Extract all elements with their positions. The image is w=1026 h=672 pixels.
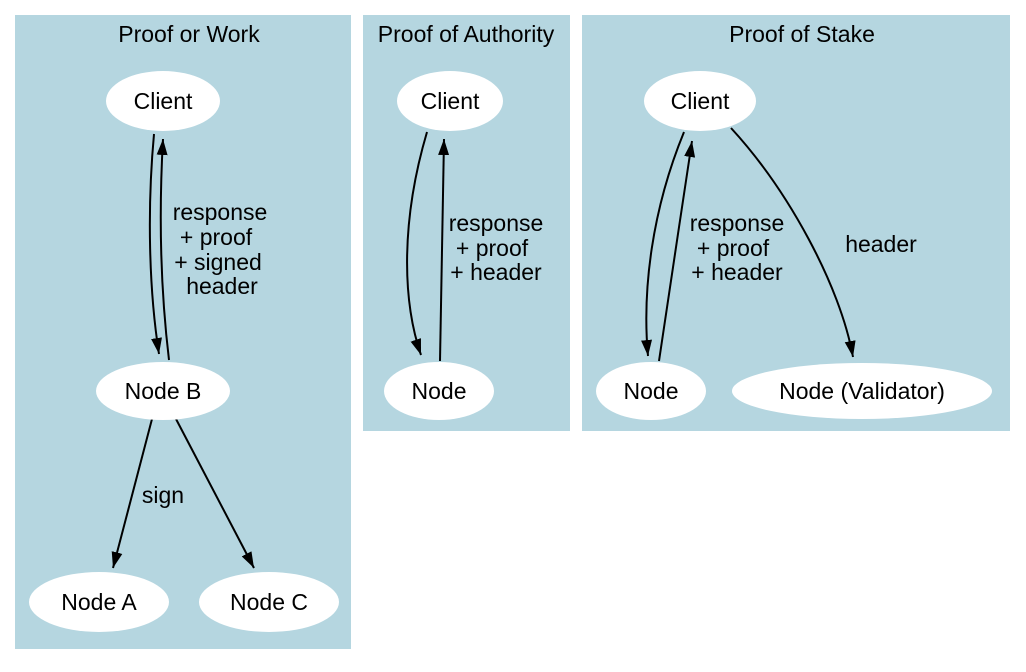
edge-label-line: response [690,210,785,236]
edge-label-response-proof-header: response + proof + header [449,210,544,285]
edge-label-line: + header [450,259,542,285]
edge-label-line: + signed [174,249,262,275]
panel-title: Proof of Authority [378,21,555,47]
panel-proof-of-stake: Proof of Stake response + proof + header… [582,15,1010,431]
edge-label-line: + proof [697,235,770,261]
edge-label-line: response [449,210,544,236]
node-client-label: Client [671,88,730,114]
node-validator-label: Node (Validator) [779,378,945,404]
node-client-label: Client [421,88,480,114]
node-label: Node [412,378,467,404]
node-b-label: Node B [125,378,202,404]
panel-title: Proof or Work [118,21,260,47]
node-label: Node [624,378,679,404]
edge-node-to-client [438,138,450,362]
node-client: Client [397,71,503,131]
node: Node [384,362,494,420]
edge-client-to-validator [730,127,856,358]
node-validator-shape [732,363,992,419]
node-b-shape [96,362,230,420]
node: Node [596,362,706,420]
edge-label-line: header [186,273,258,299]
node-c-shape [199,572,339,632]
node-a-label: Node A [61,589,137,615]
node-client-shape [644,71,756,131]
edge-label-response-proof-header: response + proof + header [690,210,785,285]
panel-title: Proof of Stake [729,21,875,47]
panel-proof-of-authority: Proof of Authority response + proof + he… [363,15,570,431]
edge-label-line: response [173,199,268,225]
edge-label-line: + proof [180,224,253,250]
node-a: Node A [29,572,169,632]
edge-node-b-to-client [156,138,170,361]
panel-proof-or-work: Proof or Work response + proof + signed … [15,15,351,649]
node-c: Node C [199,572,339,632]
node-client: Client [644,71,756,131]
node-validator: Node (Validator) [732,363,992,419]
panel-background [582,15,1010,431]
node-client-shape [106,71,220,131]
node-shape [384,362,494,420]
node-b: Node B [96,362,230,420]
edge-node-to-client [658,140,696,362]
edge-label-header: header [845,231,917,257]
node-a-shape [29,572,169,632]
node-client-label: Client [134,88,193,114]
node-client: Client [106,71,220,131]
edge-label-response-proof-signed-header: response + proof + signed header [173,199,268,299]
edge-node-b-to-node-a [111,418,153,569]
edge-client-to-node [641,131,685,357]
edge-label-sign: sign [142,482,184,508]
edge-client-to-node [406,131,428,356]
node-shape [596,362,706,420]
node-c-label: Node C [230,589,308,615]
edge-client-to-node-b [148,133,162,355]
edge-label-line: + proof [456,235,529,261]
node-client-shape [397,71,503,131]
edge-label-line: + header [691,259,783,285]
edge-node-b-to-node-c [175,418,255,569]
